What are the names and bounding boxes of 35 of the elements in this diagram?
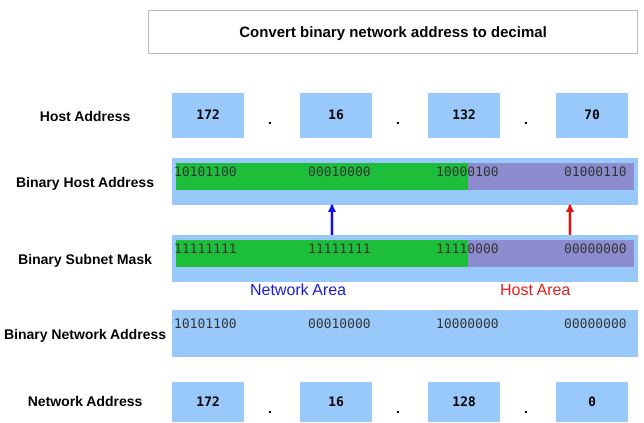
address-octet: 172 (172, 93, 244, 138)
arrow (328, 204, 336, 235)
binary-octet: 01000110 (564, 165, 627, 180)
address-octet: 132 (428, 93, 500, 138)
separator-dot: . (268, 400, 272, 416)
binary-band (172, 158, 638, 205)
binary-octet: 00010000 (308, 165, 371, 180)
binary-octet: 10000000 (436, 317, 499, 332)
address-octet: 16 (300, 93, 372, 138)
binary-octet: 00000000 (564, 317, 627, 332)
row-label: Host Address (38, 106, 132, 126)
row-label: Binary Subnet Mask (17, 250, 153, 269)
binary-octet: 11111111 (308, 242, 371, 257)
row-label: Network Address (26, 392, 144, 411)
title-box: Convert binary network address to decimal (148, 10, 638, 54)
binary-octet: 10101100 (174, 317, 237, 332)
binary-band (172, 310, 638, 357)
binary-octet: 00010000 (308, 317, 371, 332)
separator-dot: . (524, 400, 528, 416)
separator-dot: . (396, 400, 400, 416)
area-label: Host Area (500, 282, 570, 300)
separator-dot: . (268, 111, 272, 127)
address-octet: 172 (172, 382, 244, 422)
address-octet: 16 (300, 382, 372, 422)
address-octet: 70 (556, 93, 628, 138)
area-label: Network Area (250, 282, 346, 300)
address-octet: 0 (556, 382, 628, 422)
row-label: Binary Host Address (15, 172, 155, 192)
separator-dot: . (396, 111, 400, 127)
address-octet: 128 (428, 382, 500, 422)
binary-band (172, 235, 638, 282)
row-label: Binary Network Address (2, 324, 168, 344)
binary-octet: 00000000 (564, 242, 627, 257)
separator-dot: . (524, 111, 528, 127)
arrow (566, 204, 574, 235)
